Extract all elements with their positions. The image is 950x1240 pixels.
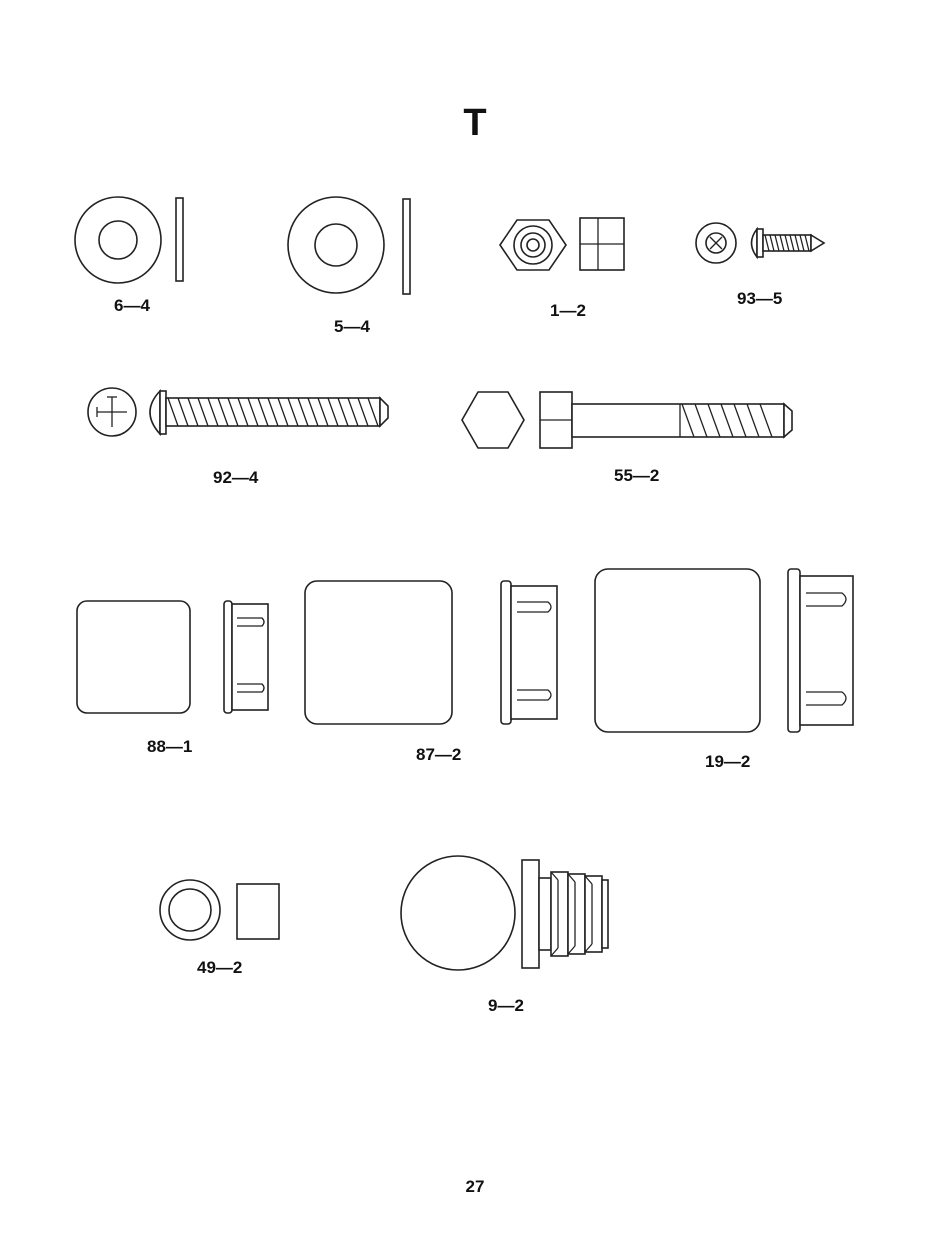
- round-tube-plug-icon: [401, 856, 608, 970]
- part-label-92-4: 92—4: [213, 469, 258, 486]
- part-label-5-4: 5—4: [334, 318, 370, 335]
- part-label-88-1: 88—1: [147, 738, 192, 755]
- square-end-cap-icon: [305, 581, 557, 724]
- part-label-19-2: 19—2: [705, 753, 750, 770]
- hex-nut-icon: [500, 218, 624, 270]
- part-label-55-2: 55—2: [614, 467, 659, 484]
- flat-washer-icon: [75, 197, 183, 283]
- part-label-87-2: 87—2: [416, 746, 461, 763]
- square-end-cap-icon: [77, 601, 268, 713]
- part-label-6-4: 6—4: [114, 297, 150, 314]
- part-label-9-2: 9—2: [488, 997, 524, 1014]
- phillips-screw-icon: [696, 223, 824, 263]
- spacer-bushing-icon: [160, 880, 279, 940]
- part-label-93-5: 93—5: [737, 290, 782, 307]
- part-label-1-2: 1—2: [550, 302, 586, 319]
- square-end-cap-icon: [595, 569, 853, 732]
- hex-bolt-icon: [462, 392, 792, 448]
- phillips-screw-icon: [88, 388, 388, 436]
- part-label-49-2: 49—2: [197, 959, 242, 976]
- flat-washer-icon: [288, 197, 410, 294]
- page-number: 27: [0, 1178, 950, 1195]
